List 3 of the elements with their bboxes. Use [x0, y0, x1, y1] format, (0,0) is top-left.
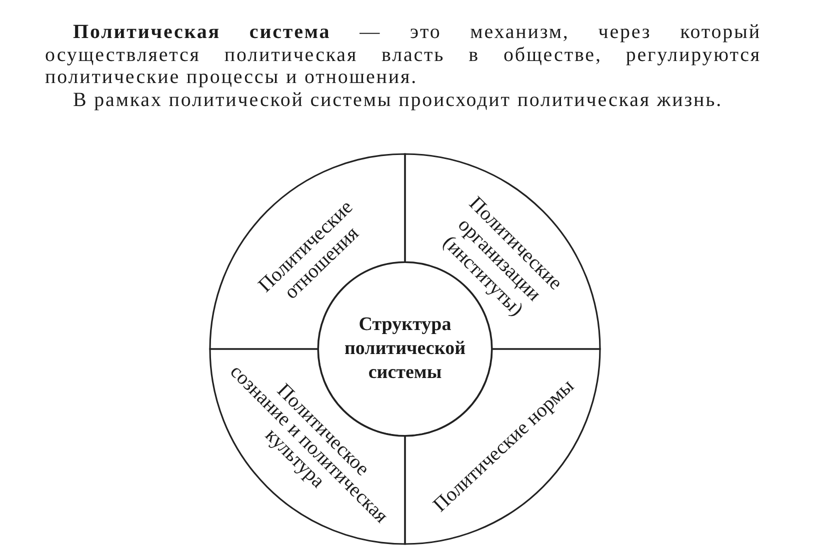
definition-paragraph: Политическая система — это механизм, через который осуществляется политическая власть в обществе, регулируются политические процессы и отношения. [45, 21, 761, 88]
note-paragraph: В рамках политической системы происходит политическая жизнь. [72, 88, 724, 111]
center-label: Структура политической системы [344, 314, 466, 383]
